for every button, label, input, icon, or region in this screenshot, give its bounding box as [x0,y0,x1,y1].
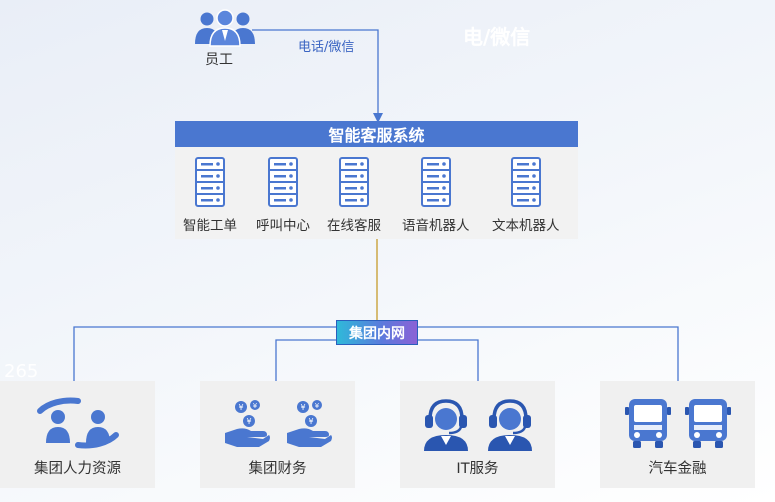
network-outer-branch [73,326,679,381]
unit-label: IT服务 [456,461,499,477]
unit-label: 集团人力资源 [34,461,121,477]
group-intranet-badge: 集团内网 [336,320,418,345]
server-icon [195,157,225,207]
svg-text:¥: ¥ [314,402,319,410]
employees-group-icon [193,8,257,52]
server-icon [510,157,541,207]
unit-label: 集团财务 [248,461,307,477]
finance-money-hand-icon: ¥ ¥ ¥ [224,400,270,447]
module-voice-robot: 语音机器人 [402,157,470,234]
svg-text:¥: ¥ [300,403,305,412]
svg-text:¥: ¥ [238,403,243,412]
module-text-robot: 文本机器人 [492,157,560,234]
unit-card-finance: ¥ ¥ ¥ ¥ ¥ ¥ 集团财务 [200,381,355,488]
unit-card-hr: 集团人力资源 [0,381,155,488]
module-online-service: 在线客服 [327,157,381,234]
server-icon [268,157,298,207]
bus-icon [684,399,731,448]
server-icon [339,157,369,207]
module-label: 在线客服 [327,218,381,234]
headset-agent-icon [423,399,468,451]
headset-agent-icon [487,399,532,451]
module-smart-ticket: 智能工单 [183,157,237,234]
faint-channel-watermark: 电/微信 [463,25,531,49]
channel-label: 电话/微信 [298,40,355,55]
module-label: 智能工单 [183,218,237,234]
module-label: 文本机器人 [492,218,560,234]
hr-people-icon [36,397,119,449]
faint-number-watermark: 265 [4,361,39,382]
svg-text:¥: ¥ [252,402,257,410]
bus-icon [624,399,671,448]
module-label: 语音机器人 [402,218,470,234]
svg-text:¥: ¥ [246,417,251,426]
unit-card-it: IT服务 [400,381,555,488]
finance-money-hand-icon: ¥ ¥ ¥ [286,400,332,447]
server-icon [420,157,451,207]
network-inner-branch [275,339,479,381]
unit-card-auto-finance: 汽车金融 [600,381,755,488]
unit-label: 汽车金融 [648,461,707,477]
system-title: 智能客服系统 [175,121,578,147]
employee-to-system-arrow [252,29,383,123]
module-call-center: 呼叫中心 [256,157,310,234]
svg-text:¥: ¥ [308,417,313,426]
system-modules-panel: 智能工单 呼叫中心 [175,147,578,239]
module-label: 呼叫中心 [256,218,310,234]
employee-label: 员工 [205,52,233,68]
